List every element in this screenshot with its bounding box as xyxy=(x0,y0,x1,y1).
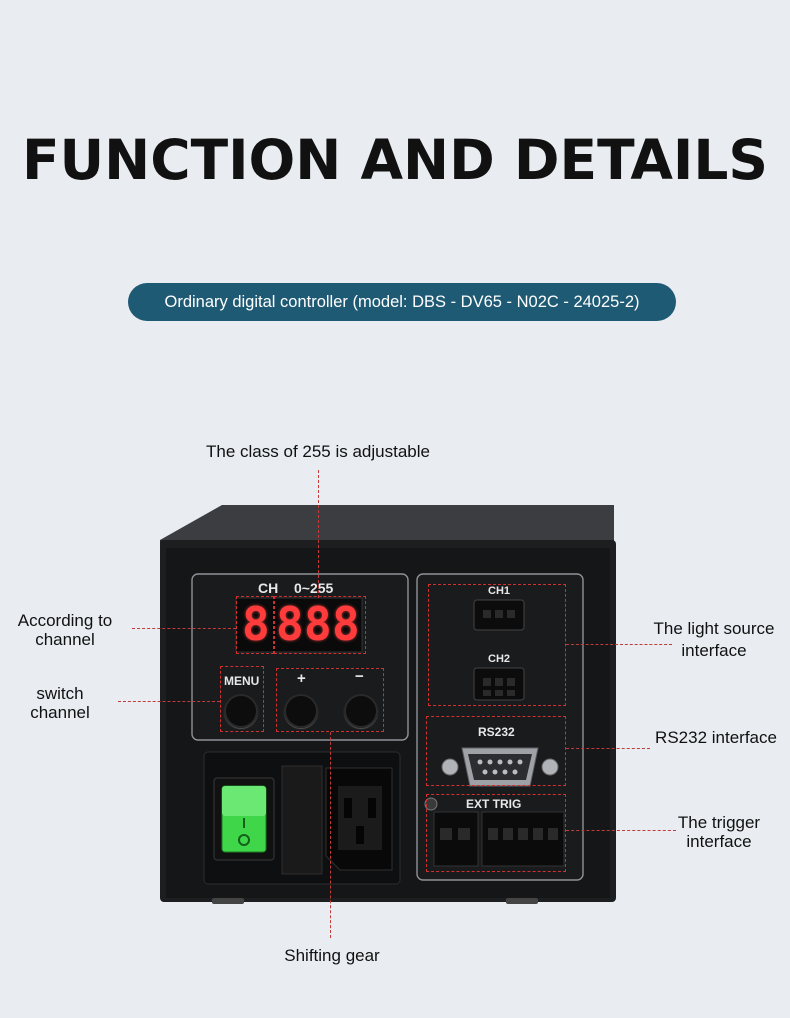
channel-display-highlight xyxy=(236,596,274,654)
menu-button[interactable] xyxy=(224,694,258,728)
ch1-label: CH1 xyxy=(488,585,511,597)
model-banner: Ordinary digital controller (model: DBS … xyxy=(128,283,676,321)
gear-leader-line xyxy=(330,732,331,938)
rs232-leader-line xyxy=(566,748,650,749)
range-label: 0~255 xyxy=(294,580,334,596)
callout-switch-channel-2: channel xyxy=(30,703,90,722)
callout-rs232: RS232 interface xyxy=(655,728,777,747)
page-title: FUNCTION AND DETAILS xyxy=(21,128,769,192)
callout-shifting-gear: Shifting gear xyxy=(284,946,380,965)
rs232-screw-left xyxy=(441,758,459,776)
plus-button[interactable] xyxy=(284,694,318,728)
callout-trigger-2: interface xyxy=(686,832,752,851)
model-banner-text: Ordinary digital controller (model: DBS … xyxy=(164,292,640,311)
display-digit-4: 8 xyxy=(332,597,360,651)
value-display-highlight xyxy=(274,596,366,654)
rs232-label: RS232 xyxy=(478,725,515,739)
ch2-label: CH2 xyxy=(488,653,511,665)
channel-leader-line xyxy=(132,628,236,629)
rs232-screw-right xyxy=(541,758,559,776)
display-digit-2: 8 xyxy=(276,597,304,651)
callout-switch-channel-1: switch xyxy=(36,684,84,703)
light-leader-line xyxy=(566,644,672,645)
switch-leader-line xyxy=(118,701,220,702)
minus-label: − xyxy=(355,668,364,685)
callout-trigger-1: The trigger xyxy=(677,813,761,832)
trigger-leader-line xyxy=(566,830,676,831)
rs232-highlight xyxy=(426,716,566,786)
adjust-buttons-highlight xyxy=(276,668,384,732)
callout-light-source-1: The light source xyxy=(653,619,775,638)
callout-according-channel-2: channel xyxy=(35,630,95,649)
display-digit-1: 8 xyxy=(242,597,270,651)
minus-button[interactable] xyxy=(344,694,378,728)
ext-trig-label: EXT TRIG xyxy=(466,797,522,811)
class-leader-line xyxy=(318,470,319,598)
trigger-highlight xyxy=(426,794,566,872)
device-top-shell xyxy=(160,505,614,540)
display-digit-3: 8 xyxy=(304,597,332,651)
callout-light-source-2: interface xyxy=(681,641,747,660)
menu-label: MENU xyxy=(224,674,260,688)
menu-button-highlight xyxy=(220,666,264,732)
ch-label: CH xyxy=(258,580,279,596)
connector-panel-outline xyxy=(416,573,584,881)
callout-class-adjustable: The class of 255 is adjustable xyxy=(206,442,430,461)
plus-label: + xyxy=(297,670,306,687)
light-source-highlight xyxy=(428,584,566,706)
callout-according-channel-1: According to xyxy=(17,611,113,630)
